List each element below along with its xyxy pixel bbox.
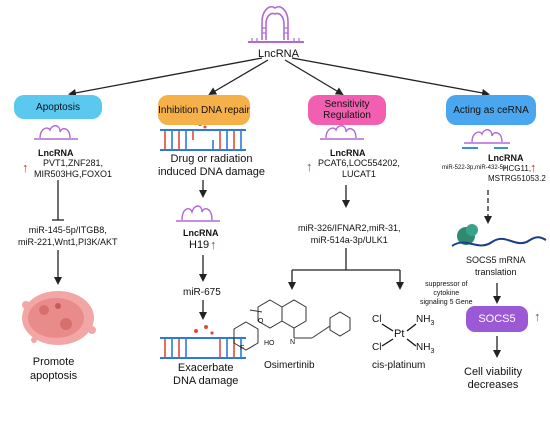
cis-pt: Pt [394,328,405,340]
inhibition-outcome: Exacerbate DNA damage [173,362,239,387]
mol-f-label: F [240,345,245,352]
cisplatin-structure-icon [381,323,417,347]
cis-cl-top: Cl [372,314,382,325]
inhibition-pill: Inhibition DNA repair [158,95,250,125]
apoptosis-pill: Apoptosis [14,95,102,119]
cerna-title: Acting as ceRNA [453,104,529,116]
dna-double-strand-icon [160,118,246,151]
socs5-up-arrow: ↑ [534,309,541,324]
cerna-lnc-label: LncRNA [488,153,524,163]
osimertinib-structure-icon [233,299,351,351]
cerna-mirnas: miR-522-3p,miR-432-5p [442,165,507,171]
cerna-genes: HCG11, MSTRG51053.2 [488,164,546,183]
cis-nh3-bottom-sub: 3 [430,348,435,355]
sensitivity-targets: miR-326/IFNAR2,miR-31, miR-514a-3p/ULK1 [298,223,401,245]
sensitivity-pill: Sensitivity Regulation [308,95,386,125]
cerna-pill: Acting as ceRNA [446,95,536,125]
cerna-rna-icon [462,129,510,149]
sensitivity-genes: PCAT6,LOC554202, LUCAT1 [318,158,400,179]
inhibition-title: Inhibition DNA repair [158,104,250,116]
sensitivity-rna-icon [320,125,364,140]
drug2-label: cis-platinum [372,360,426,371]
socs5-pill: SOCS5 [466,306,528,332]
inhibition-gene: H19 [189,239,210,251]
apoptosis-outcome: Promote apoptosis [30,356,78,382]
apoptosis-genes: PVT1,ZNF281, MIR503HG,FOXO1 [34,158,113,179]
cis-nh3-bottom: NH3 [416,342,434,355]
inhibition-mirna: miR-675 [183,287,221,298]
mol-n-label: N [290,339,296,346]
cerna-mrna-label: SOCS5 mRNA translation [466,255,526,277]
sensitivity-title: Sensitivity Regulation [323,99,371,121]
cerna-note: suppressor of cytokine signaling 5 Gene [420,281,473,306]
apoptosis-lnc-label: LncRNA [38,148,74,158]
root-rna-icon [248,6,304,43]
h19-rna-icon [176,205,220,222]
cerna-outcome: Cell viability decreases [464,366,523,391]
cis-nh3-top: NH3 [416,314,434,327]
cis-nh3-bottom-text: NH [416,342,431,353]
cerna-up-arrow: ↑ [530,160,537,175]
drug1-label: Osimertinib [264,360,315,371]
mol-ho-label: HO [264,340,275,347]
mrna-strand-icon [451,224,547,247]
cis-nh3-top-text: NH [416,314,431,325]
apoptosis-rna-icon [34,125,78,140]
root-branch-arrows [68,57,490,97]
apoptosis-targets: miR-145-5p/ITGB8, miR-221,Wnt1,PI3K/AKT [18,225,118,247]
apoptosis-up-arrow: ↑ [22,160,29,175]
damaged-dna-icon [160,325,246,359]
inhibition-up-arrow: ↑ [210,237,217,252]
root-label: LncRNA [258,48,299,60]
mol-o-label: O [258,318,264,325]
sensitivity-lnc-label: LncRNA [330,148,366,158]
tumor-cell-icon [22,291,96,345]
sensitivity-up-arrow: ↑ [306,159,313,174]
cis-cl-bottom: Cl [372,342,382,353]
apoptosis-title: Apoptosis [36,101,80,113]
inhibition-cause: Drug or radiation induced DNA damage [158,153,266,178]
cis-nh3-top-sub: 3 [430,320,435,327]
inhibition-lnc-label: LncRNA [183,228,219,238]
socs5-label: SOCS5 [478,312,516,325]
